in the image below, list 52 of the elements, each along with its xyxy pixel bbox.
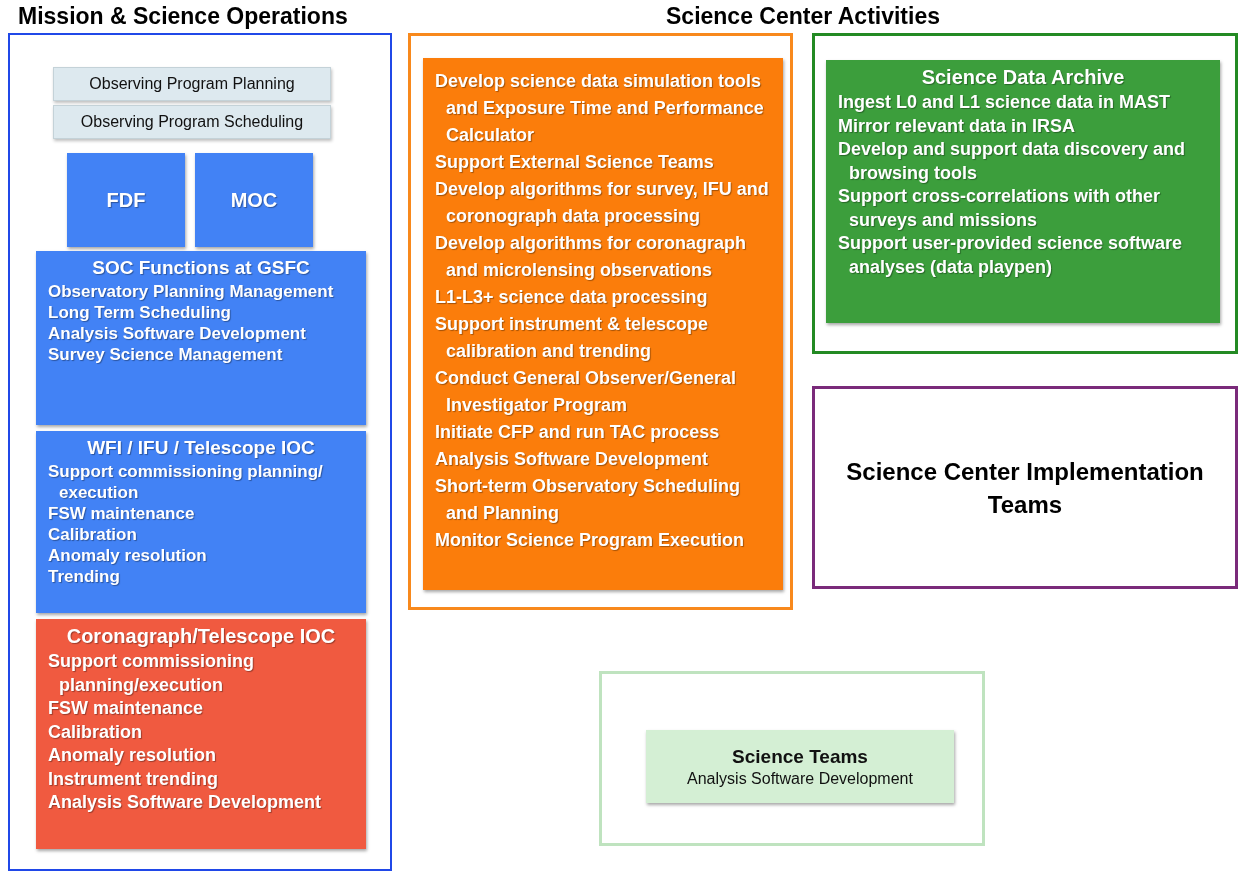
box-heading: Science Data Archive (921, 66, 1125, 89)
list-item: Monitor Science Program Execution (435, 529, 745, 552)
list-item: FSW maintenance (48, 503, 195, 524)
list-item: Conduct General Observer/General Investigator Program (435, 367, 738, 417)
list-item: Develop algorithms for coronagraph and microlensing observations (435, 232, 748, 282)
process-box (36, 431, 366, 613)
process-box: FDF (67, 153, 185, 247)
list-item: Support commissioning planning/execution (48, 650, 255, 697)
list-item: Calibration (48, 720, 142, 744)
list-item: Support commissioning planning/ execution (48, 461, 324, 503)
list-item: FSW maintenance (48, 697, 204, 720)
process-box (36, 251, 366, 425)
list-item: Anomaly resolution (48, 545, 207, 566)
list-item: Support instrument & telescope calibration and trending (435, 313, 710, 363)
list-item: Analysis Software Development (435, 448, 709, 471)
list-item: Support External Science Teams (435, 151, 714, 174)
process-box: MOC (195, 153, 313, 247)
list-item: Survey Science Management (48, 344, 283, 365)
list-item: Develop and support data discovery and browsing tools (838, 138, 1187, 185)
box-heading: WFI / IFU / Telescope IOC (87, 437, 315, 459)
diagram-title: Science Center Activities (665, 3, 941, 30)
list-item: Support cross-correlations with other surveys and missions (838, 185, 1162, 232)
list-item: Instrument trending (48, 767, 218, 791)
list-item: Analysis Software Development (48, 791, 322, 814)
list-item: Initiate CFP and run TAC process (435, 421, 720, 444)
list-item: Short-term Observatory Scheduling and Planning (435, 475, 742, 525)
list-item: Trending (48, 566, 120, 587)
process-box: Observing Program Scheduling (53, 105, 331, 139)
process-box (826, 60, 1220, 323)
box-heading: Science Teams (732, 745, 868, 768)
list-item: L1-L3+ science data processing (435, 286, 708, 309)
box-text: Analysis Software Development (687, 769, 913, 788)
list-item: Ingest L0 and L1 science data in MAST (838, 91, 1171, 114)
box-heading: Science Center Implementation Teams (845, 456, 1205, 520)
list-item: Calibration (48, 524, 137, 545)
box-heading: SOC Functions at GSFC (92, 257, 310, 279)
process-box: Observing Program Planning (53, 67, 331, 101)
process-box (36, 619, 366, 849)
list-item: Long Term Scheduling (48, 302, 231, 323)
panel-heading: Mission & Science Operations (18, 3, 348, 30)
list-item: Analysis Software Development (48, 323, 306, 344)
list-item: Observatory Planning Management (48, 281, 334, 302)
process-box (812, 386, 1238, 589)
box-heading: Coronagraph/Telescope IOC (66, 625, 336, 648)
list-item: Mirror relevant data in IRSA (838, 114, 1076, 138)
panel-frame (599, 671, 985, 846)
process-box (646, 730, 954, 803)
list-item: Develop science data simulation tools and Exposure Time and Performance Calculator (435, 70, 765, 147)
list-item: Anomaly resolution (48, 744, 217, 767)
list-item: Develop algorithms for survey, IFU and coronograph data processing (435, 178, 770, 228)
panel-frame (812, 33, 1238, 354)
list-item: Support user-provided science software analyses (data playpen) (838, 232, 1184, 279)
